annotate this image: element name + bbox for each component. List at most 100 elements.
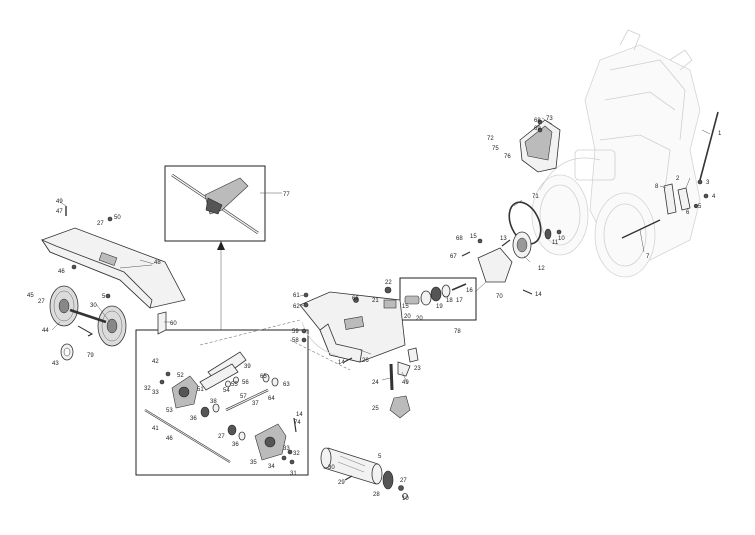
bolt-67 xyxy=(461,251,471,257)
callout-63: 63 xyxy=(283,382,290,388)
callout-19: 19 xyxy=(436,304,443,310)
callout-67: 67 xyxy=(450,254,457,260)
callout-73: 73 xyxy=(546,116,553,122)
nut-11 xyxy=(556,229,562,235)
bolt-68 xyxy=(537,119,543,125)
callout-17: 17 xyxy=(456,298,463,304)
callout-61: 61 xyxy=(293,293,300,299)
rod-7 xyxy=(621,219,661,239)
callout-37: 37 xyxy=(252,401,259,407)
callout-14-mid: 14 xyxy=(338,360,345,366)
nut-4 xyxy=(703,193,709,199)
callout-57: 57 xyxy=(240,394,247,400)
callout-27-in: 27 xyxy=(218,434,225,440)
leader-lines xyxy=(51,117,711,385)
callout-77: 77 xyxy=(283,192,290,198)
callout-66: 66 xyxy=(352,296,359,302)
callout-49: 49 xyxy=(56,199,63,205)
inset-78 xyxy=(399,277,477,321)
washer-69 xyxy=(537,127,543,133)
callout-33-in: 33 xyxy=(152,390,159,396)
callout-22: 22 xyxy=(385,280,392,286)
callout-labels: 1 2 3 4 5 6 7 8 10 11 12 13 14 15 16 17 … xyxy=(27,116,722,502)
callout-31: 31 xyxy=(290,471,297,477)
callout-69: 69 xyxy=(534,126,541,132)
callout-36-in: 36 xyxy=(190,416,197,422)
callout-23: 23 xyxy=(414,366,421,372)
callout-27-left: 27 xyxy=(38,299,45,305)
nut-5 xyxy=(693,203,699,209)
bracket-70 xyxy=(477,247,513,283)
bracket-60 xyxy=(157,311,167,335)
callout-39: 39 xyxy=(244,364,251,370)
callout-14: 14 xyxy=(535,292,542,298)
shaft-24 xyxy=(389,363,394,391)
plate-8 xyxy=(663,183,677,215)
callout-29: 29 xyxy=(338,480,345,486)
callout-45: 45 xyxy=(27,293,34,299)
callout-14-in: 14 xyxy=(296,412,303,418)
callout-51: 51 xyxy=(197,387,204,393)
belt-drive xyxy=(508,201,552,259)
disc-28 xyxy=(382,470,394,490)
callout-43: 43 xyxy=(52,361,59,367)
bolt-46 xyxy=(71,264,77,270)
arrow-79 xyxy=(77,325,94,337)
callout-27-top: 27 xyxy=(97,221,104,227)
callout-15-box: 15 xyxy=(402,304,409,310)
callout-42: 42 xyxy=(152,359,159,365)
plate-6 xyxy=(677,187,691,211)
callout-65: 65 xyxy=(260,374,267,380)
bolt-14 xyxy=(343,357,353,363)
callout-50: 50 xyxy=(114,215,121,221)
callout-68: 68 xyxy=(456,236,463,242)
bolt-68b xyxy=(477,238,483,244)
housing-48 xyxy=(40,227,186,309)
callout-20: 20 xyxy=(416,316,423,322)
brush-axle xyxy=(69,308,107,324)
callout-2: 2 xyxy=(676,176,680,182)
bracket-49 xyxy=(397,361,411,377)
callout-53: 53 xyxy=(166,408,173,414)
callout-55: 55 xyxy=(231,382,238,388)
callout-1: 1 xyxy=(718,131,722,137)
callout-44: 44 xyxy=(42,328,49,334)
callout-75: 75 xyxy=(492,146,499,152)
bolt-59 xyxy=(301,328,307,334)
callout-4: 4 xyxy=(712,194,716,200)
roller-30 xyxy=(320,447,383,485)
callout-78: 78 xyxy=(454,329,461,335)
arrow-head xyxy=(217,241,225,250)
callout-10: 10 xyxy=(558,236,565,242)
callout-15: 15 xyxy=(470,234,477,240)
callout-11: 11 xyxy=(552,240,559,246)
callout-74: 74 xyxy=(294,420,301,426)
callout-54: 54 xyxy=(223,388,230,394)
bolt-58 xyxy=(301,337,307,343)
callout-27: 27 xyxy=(400,478,407,484)
callout-24: 24 xyxy=(372,380,379,386)
callout-46-in: 46 xyxy=(166,436,173,442)
bolt-5 xyxy=(105,293,111,299)
callout-12: 12 xyxy=(538,266,545,272)
nut-27 xyxy=(398,485,404,491)
callout-6: 6 xyxy=(686,210,690,216)
bracket-21 xyxy=(383,299,397,309)
frame-26 xyxy=(199,291,406,371)
callout-71: 71 xyxy=(532,194,539,200)
brush-left xyxy=(49,285,79,327)
gear-25 xyxy=(389,395,411,419)
callout-8: 8 xyxy=(655,184,659,190)
callout-72: 72 xyxy=(487,136,494,142)
callout-26: 26 xyxy=(362,358,369,364)
knob-22 xyxy=(384,286,392,294)
callout-56: 56 xyxy=(242,380,249,386)
machine-outline xyxy=(531,29,701,278)
nut-66 xyxy=(353,297,359,303)
callout-30-left: 30 xyxy=(90,303,97,309)
callout-76: 76 xyxy=(504,154,511,160)
bolt-14b xyxy=(522,289,533,295)
callout-59: 59 xyxy=(292,329,299,335)
callout-60: 60 xyxy=(170,321,177,327)
